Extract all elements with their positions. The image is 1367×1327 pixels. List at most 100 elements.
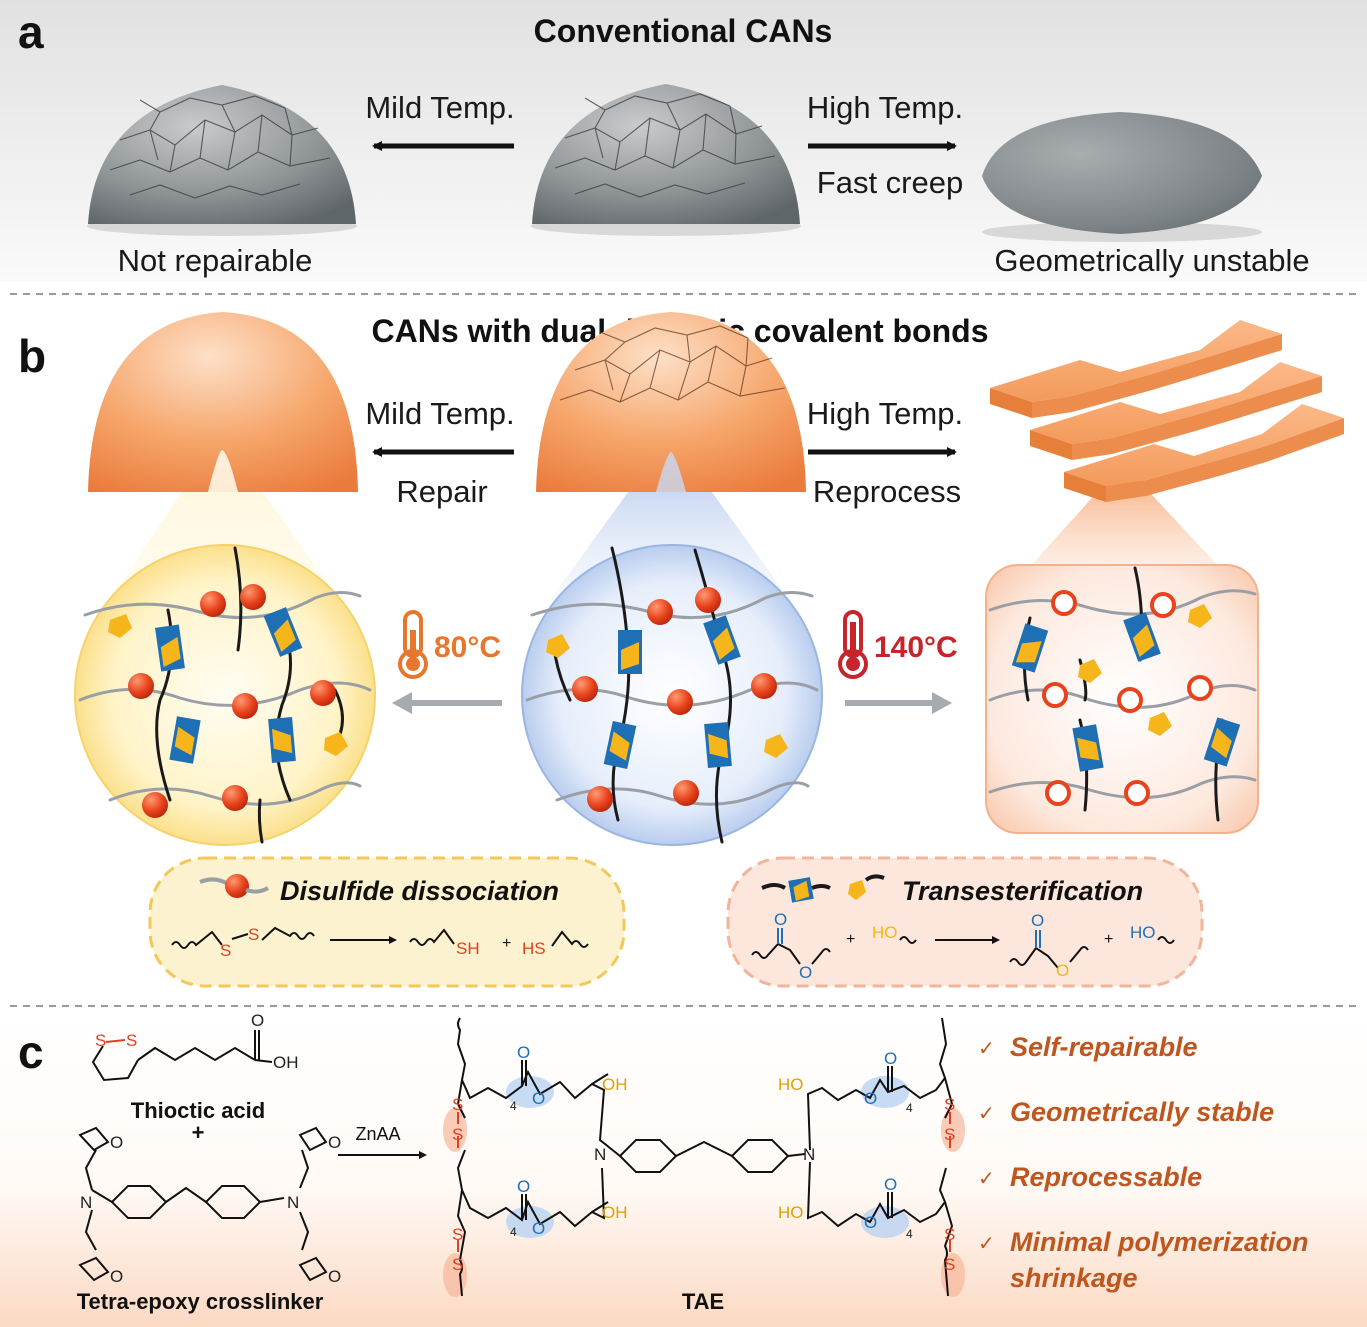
epoxy-n-2: N <box>287 1193 299 1212</box>
tae-o-7: O <box>884 1175 897 1194</box>
tae-n-2: N <box>803 1145 815 1164</box>
disulfide-balls <box>128 584 1213 818</box>
tae-sub-1: 4 <box>510 1099 517 1113</box>
feature-shrinkage: shrinkage <box>1010 1263 1138 1293</box>
check-icon: ✓ <box>978 1233 995 1255</box>
arrow-gray-right-head <box>932 692 952 714</box>
panel-c-background <box>0 1010 1367 1327</box>
epoxy-o-4: O <box>328 1267 341 1286</box>
tae-label: TAE <box>682 1289 724 1314</box>
tae-s-5: S <box>944 1095 955 1114</box>
caption-geometrically-unstable: Geometrically unstable <box>994 243 1309 278</box>
tae-s-8: S <box>944 1255 955 1274</box>
thioctic-s-1: S <box>95 1031 106 1050</box>
epoxy-n-1: N <box>80 1193 92 1212</box>
check-icon: ✓ <box>978 1168 995 1190</box>
temp-140-label: 140°C <box>874 631 958 664</box>
thermometer-80-icon <box>398 610 428 679</box>
label-fast-creep: Fast creep <box>817 165 963 200</box>
tae-s-2: S <box>452 1125 463 1144</box>
plus-sign-c: + <box>192 1120 205 1145</box>
tae-s-4: S <box>452 1255 463 1274</box>
tae-ho-1: HO <box>778 1075 804 1094</box>
caption-not-repairable: Not repairable <box>118 243 313 278</box>
disulfide-reaction-box: Disulfide dissociation S S SH + HS <box>148 856 626 988</box>
transesterification-reaction-box: Transesterification O O + HO O O + HO <box>726 856 1204 988</box>
thioctic-acid-label: Thioctic acid <box>131 1098 265 1123</box>
check-icon: ✓ <box>978 1103 995 1125</box>
chem-plus-3: + <box>1104 931 1113 948</box>
tae-oh-2: OH <box>602 1203 628 1222</box>
tae-o-2: O <box>532 1089 545 1108</box>
tae-o-1: O <box>517 1043 530 1062</box>
epoxy-o-2: O <box>328 1133 341 1152</box>
ester-bonds <box>155 607 1241 772</box>
thermometer-140-icon <box>838 610 868 679</box>
tae-sub-3: 4 <box>906 1101 913 1115</box>
tae-s-3: S <box>452 1225 463 1244</box>
feature-self-repairable: Self-repairable <box>1010 1032 1198 1062</box>
network-view-repaired <box>74 544 376 846</box>
free-hydroxyl-groups <box>108 604 1212 758</box>
tae-o-6: O <box>864 1089 877 1108</box>
catalyst-label: ZnAA <box>355 1124 400 1144</box>
tae-sub-4: 4 <box>906 1227 913 1241</box>
chem-plus-2: + <box>846 931 855 948</box>
feature-reprocessable: Reprocessable <box>1010 1162 1202 1192</box>
label-high-temp-a: High Temp. <box>807 90 963 125</box>
temp-80-label: 80°C <box>434 631 501 664</box>
cracked-dome-left <box>87 85 357 236</box>
tae-n-1: N <box>594 1145 606 1164</box>
tae-sub-2: 4 <box>510 1225 517 1239</box>
tae-o-5: O <box>884 1049 897 1068</box>
panel-a-letter: a <box>18 6 44 58</box>
thioctic-oh: OH <box>273 1053 299 1072</box>
chem-sh: SH <box>456 939 480 958</box>
chem-o-carbonyl-2: O <box>1031 911 1044 930</box>
cracked-orange-dome <box>536 312 806 492</box>
panel-a-title: Conventional CANs <box>534 13 833 49</box>
tae-s-7: S <box>944 1225 955 1244</box>
chem-o-ester-1: O <box>799 963 812 982</box>
panel-c-letter: c <box>18 1026 44 1078</box>
feature-list: ✓ Self-repairable ✓ Geometrically stable… <box>978 1032 1309 1293</box>
epoxy-o-1: O <box>110 1133 123 1152</box>
check-icon: ✓ <box>978 1038 995 1060</box>
tae-o-4: O <box>532 1219 545 1238</box>
chem-s-1: S <box>220 941 231 960</box>
label-high-temp-b: High Temp. <box>807 396 963 431</box>
thioctic-acid-structure <box>91 1030 273 1082</box>
tetra-epoxy-structure <box>78 1126 328 1282</box>
chem-plus-1: + <box>502 935 511 952</box>
transesterification-box-title: Transesterification <box>902 876 1143 906</box>
label-repair: Repair <box>396 474 487 509</box>
chem-s-2: S <box>248 925 259 944</box>
panel-a: a Conventional CANs Mild Temp. High Temp… <box>0 0 1367 282</box>
panel-b: b CANs with dual dynamic covalent bonds <box>18 312 1344 988</box>
smooth-dome-right <box>982 112 1262 242</box>
tae-s-6: S <box>944 1125 955 1144</box>
thioctic-o: O <box>251 1011 264 1030</box>
tae-o-8: O <box>864 1213 877 1232</box>
chem-o-ester-2: O <box>1056 961 1069 980</box>
chem-ho-2: HO <box>1130 923 1156 942</box>
cracked-dome-middle <box>531 84 801 236</box>
chem-o-carbonyl-1: O <box>774 910 787 929</box>
panel-c: c S S O OH Thioctic acid + <box>0 1010 1367 1327</box>
panel-b-letter: b <box>18 330 46 382</box>
label-mild-temp-a: Mild Temp. <box>365 90 514 125</box>
repaired-orange-dome <box>88 312 358 492</box>
label-reprocess: Reprocess <box>813 474 961 509</box>
crosslinker-label: Tetra-epoxy crosslinker <box>77 1289 324 1314</box>
tae-s-1: S <box>452 1095 463 1114</box>
feature-geometrically-stable: Geometrically stable <box>1010 1097 1274 1127</box>
arrow-gray-left-head <box>392 692 412 714</box>
feature-minimal-polymerization: Minimal polymerization <box>1010 1227 1309 1257</box>
chem-ho-1: HO <box>872 923 898 942</box>
thioctic-s-2: S <box>126 1031 137 1050</box>
tae-ho-2: HO <box>778 1203 804 1222</box>
tae-oh-1: OH <box>602 1075 628 1094</box>
epoxy-o-3: O <box>110 1267 123 1286</box>
chem-hs: HS <box>522 939 546 958</box>
